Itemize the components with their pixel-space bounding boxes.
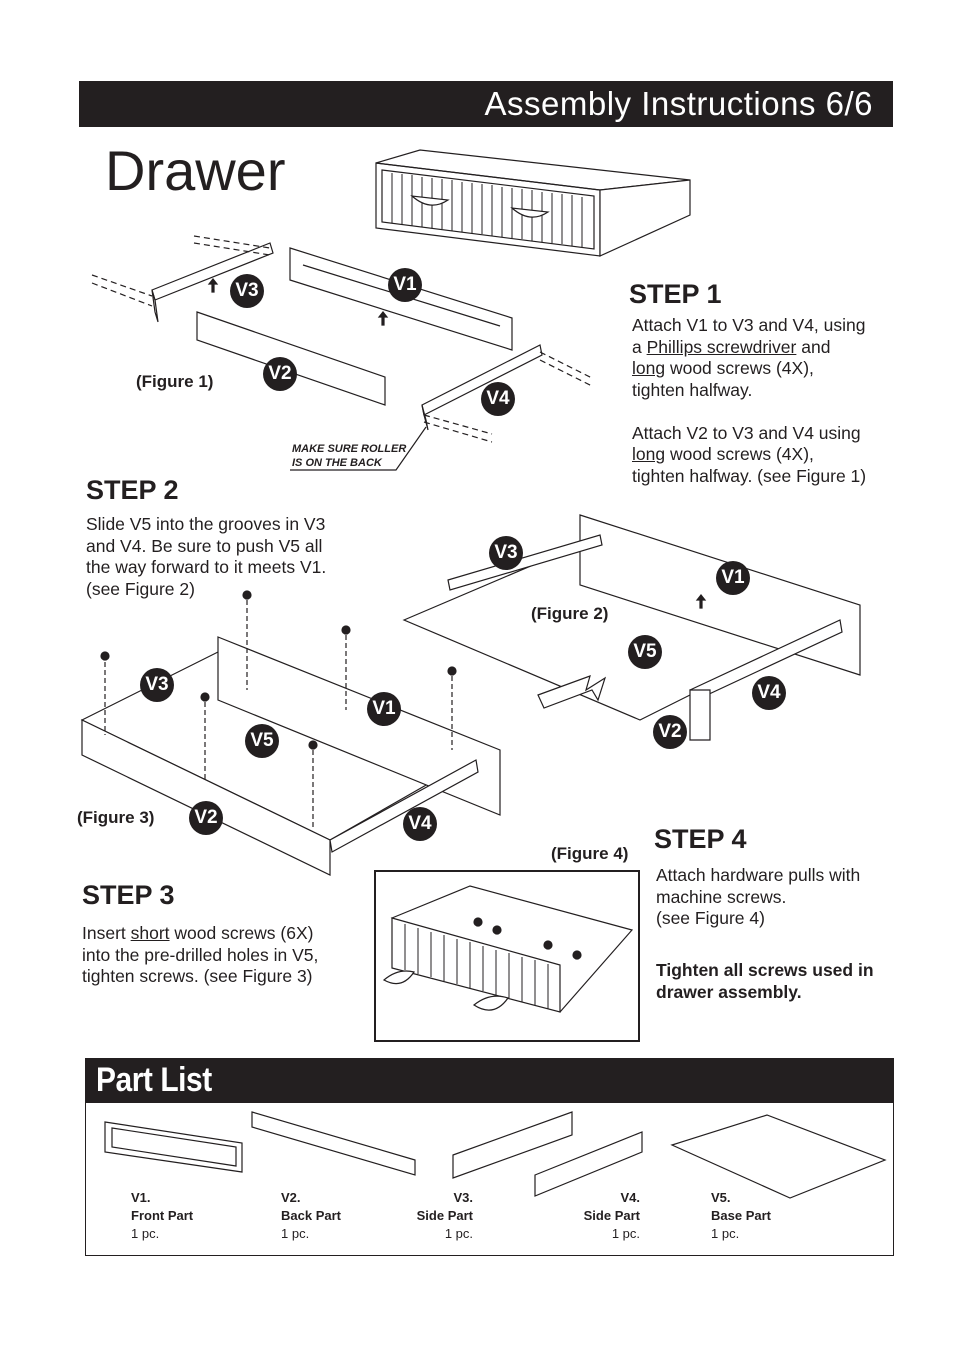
part-thumbnails (104, 1111, 887, 1199)
part-v2: V2. Back Part 1 pc. (281, 1190, 341, 1241)
step4-note-line1: Tighten all screws used in (656, 960, 874, 980)
figure1-label: (Figure 1) (136, 372, 214, 391)
header-title: Assembly Instructions 6/6 (484, 85, 873, 122)
figure3-label: (Figure 3) (77, 808, 155, 827)
step1-line2: a Phillips screwdriver and (632, 336, 831, 357)
part-list-header: Part List (86, 1059, 893, 1103)
step3-line1: Insert short wood screws (6X) (82, 923, 314, 943)
step1-line5: Attach V2 to V3 and V4 using (632, 422, 861, 443)
v3-badge: V3 (230, 274, 264, 308)
page-title: Drawer (105, 139, 286, 202)
part-v4: V4. Side Part 1 pc. (583, 1190, 640, 1241)
figure4-box (374, 870, 640, 1042)
step1-line6: long wood screws (4X), (632, 444, 814, 464)
step1-line1: Attach V1 to V3 and V4, using (632, 315, 866, 335)
part-list-title: Part List (96, 1061, 212, 1099)
part-v1: V1. Front Part 1 pc. (131, 1190, 194, 1241)
v2-badge: V2 (263, 357, 297, 391)
step2-line2: and V4. Be sure to push V5 all (86, 535, 323, 556)
step1-line7: tighten halfway. (see Figure 1) (632, 465, 867, 486)
step4-heading: STEP 4 (654, 824, 747, 854)
v4-badge-fig2: V4 (752, 676, 786, 710)
step4-note: Tighten all screws used in drawer assemb… (656, 960, 946, 1003)
step2-line3: the way forward to it meets V1. (86, 557, 327, 577)
v4-badge-fig3: V4 (403, 807, 437, 841)
part-list-box: Part List V1. Front Part 1 pc. V2. Back … (85, 1058, 894, 1256)
step3-heading: STEP 3 (82, 880, 175, 910)
step4-line1: Attach hardware pulls with (656, 865, 861, 885)
figure4-label: (Figure 4) (551, 844, 629, 863)
v1-badge-fig3: V1 (367, 692, 401, 726)
v2-badge-fig2: V2 (653, 715, 687, 749)
step3-line2: into the pre-drilled holes in V5, (82, 944, 319, 965)
step4-note-line2: drawer assembly. (656, 981, 802, 1002)
roller-note: MAKE SURE ROLLER IS ON THE BACK (292, 442, 406, 470)
roller-note-line2: IS ON THE BACK (292, 457, 382, 469)
step2-heading: STEP 2 (86, 475, 179, 505)
v5-badge-fig2: V5 (628, 635, 662, 669)
v4-badge: V4 (481, 382, 515, 416)
step2-text: Slide V5 into the grooves in V3 and V4. … (86, 514, 386, 600)
assembled-drawer-drawing (375, 149, 691, 257)
v3-badge-fig2: V3 (489, 536, 523, 570)
header-bar: Assembly Instructions 6/6 (79, 81, 893, 127)
figure1-drawing (91, 235, 593, 471)
step2-line1: Slide V5 into the grooves in V3 (86, 514, 326, 534)
step4-line2: machine screws. (656, 886, 787, 907)
step1-line4: tighten halfway. (632, 379, 753, 400)
figure4-drawing (382, 885, 634, 1013)
step3-text: Insert short wood screws (6X) into the p… (82, 923, 372, 988)
v3-badge-fig3: V3 (140, 668, 174, 702)
step2-line4: (see Figure 2) (86, 578, 195, 599)
step4-line3: (see Figure 4) (656, 908, 765, 928)
step3-line3: tighten screws. (see Figure 3) (82, 966, 313, 986)
v1-badge: V1 (388, 268, 422, 302)
figure2-drawing (402, 514, 861, 741)
roller-note-line1: MAKE SURE ROLLER (292, 443, 407, 455)
step1-text: Attach V1 to V3 and V4, using a Phillips… (632, 315, 932, 487)
v1-badge-fig2: V1 (716, 561, 750, 595)
v2-badge-fig3: V2 (189, 801, 223, 835)
v5-badge-fig3: V5 (245, 724, 279, 758)
part-v3: V3. Side Part 1 pc. (416, 1190, 473, 1241)
figure2-label: (Figure 2) (531, 604, 609, 623)
step1-line3: long wood screws (4X), (632, 358, 814, 378)
step4-text: Attach hardware pulls with machine screw… (656, 865, 946, 930)
step1-heading: STEP 1 (629, 279, 722, 309)
part-v5: V5. Base Part 1 pc. (711, 1190, 771, 1241)
